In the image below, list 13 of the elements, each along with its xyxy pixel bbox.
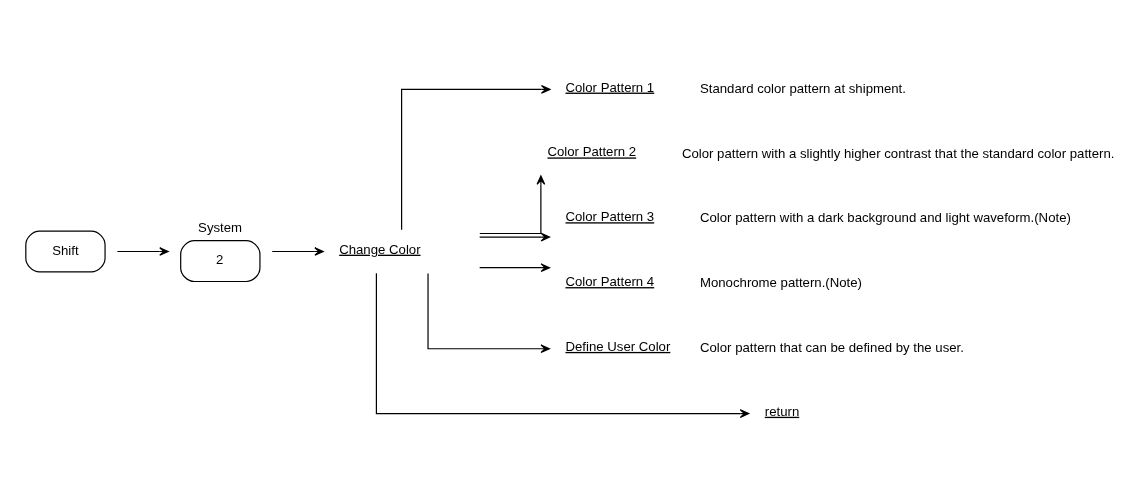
node-label: Color pattern with a slightly higher contrast that the standard color pattern. bbox=[681, 145, 1115, 161]
node-text: Color Pattern 1 bbox=[565, 79, 655, 95]
node-text: Color Pattern 3 bbox=[565, 208, 655, 224]
node-text: Color Pattern 2 bbox=[547, 143, 637, 159]
node-label: Monochrome pattern.(Note) bbox=[699, 274, 862, 290]
node-label: Standard color pattern at shipment. bbox=[699, 80, 906, 96]
node-text: Define User Color bbox=[565, 338, 671, 354]
node-text: Color Pattern 4 bbox=[565, 273, 655, 289]
node-label: Color pattern with a dark background and light waveform.(Note) bbox=[699, 209, 1071, 225]
node-text: Change Color bbox=[339, 241, 421, 257]
node-text: return bbox=[764, 403, 800, 419]
node-label: System bbox=[198, 219, 243, 235]
node-label: Color pattern that can be defined by the user. bbox=[699, 339, 964, 355]
